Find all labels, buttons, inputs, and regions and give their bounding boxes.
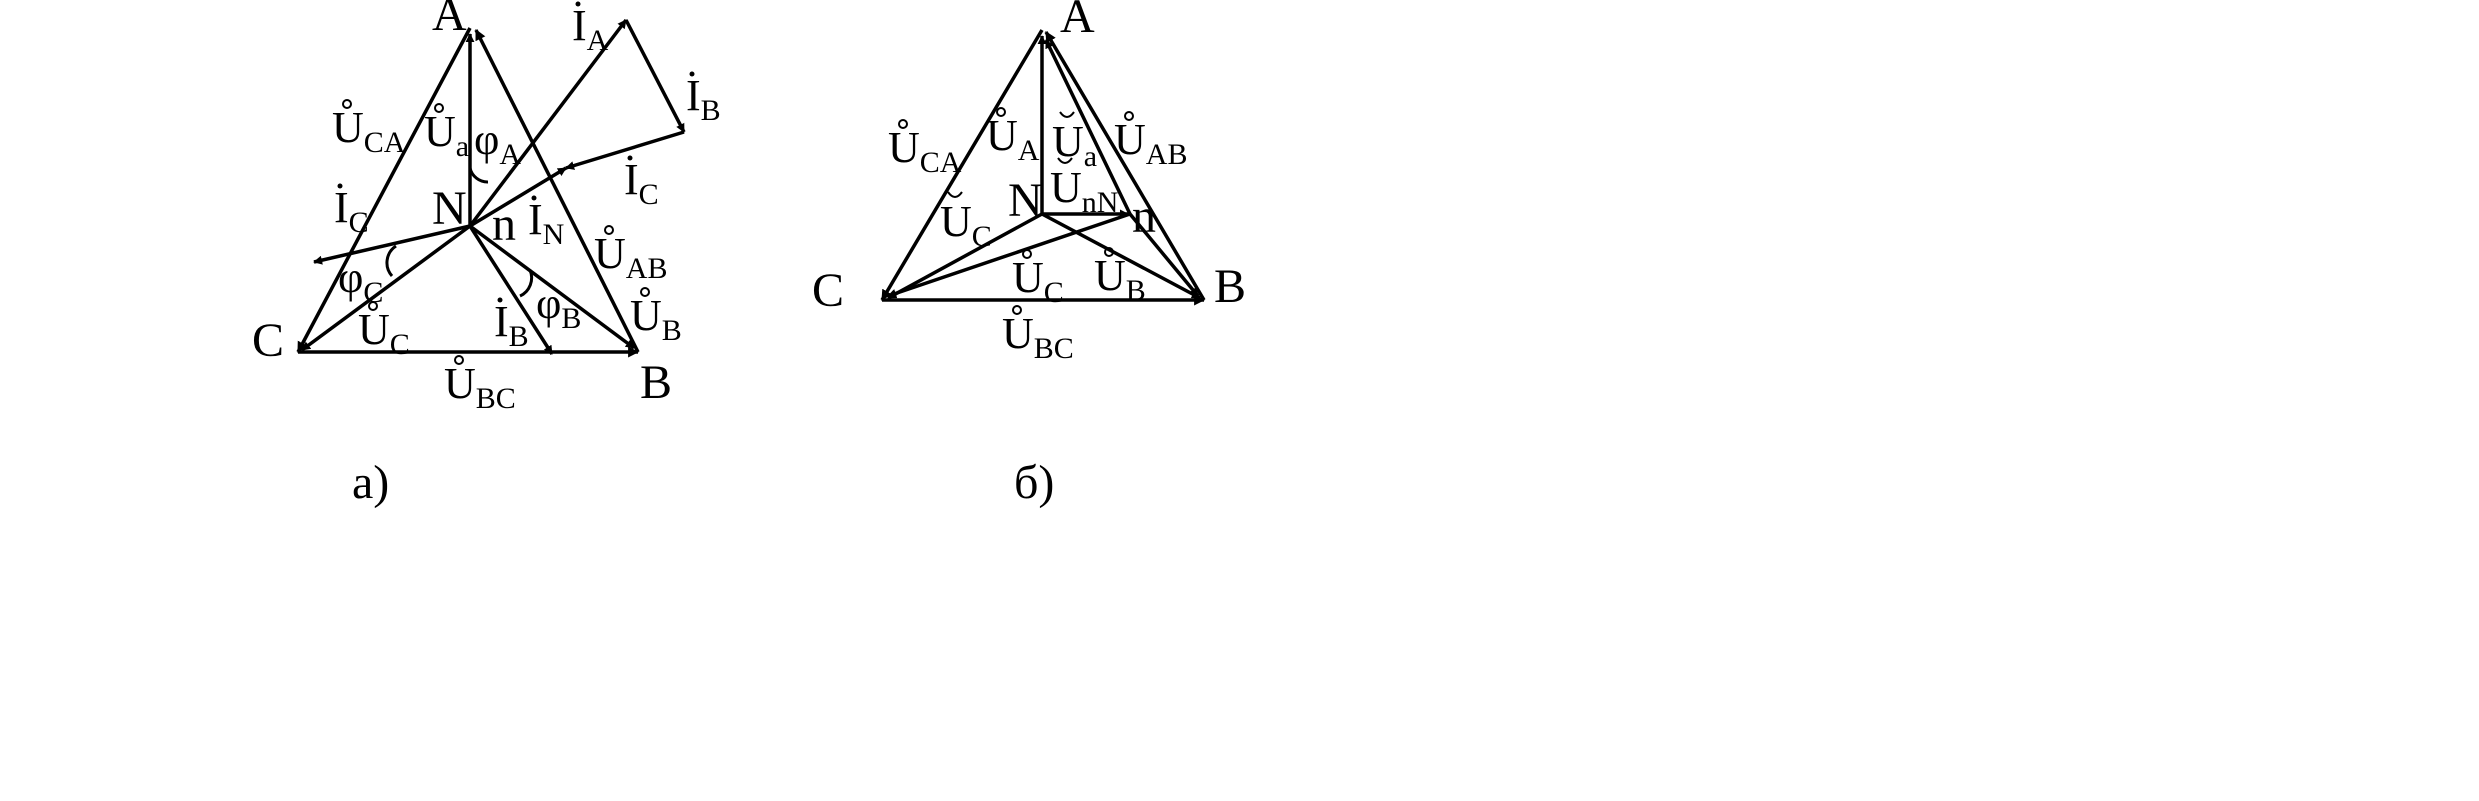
b-label-u-b-source: UB [1094, 247, 1146, 307]
point-n-upper-label: N [432, 182, 467, 235]
vector-i-c-right [565, 130, 685, 170]
b-point-n-upper-label: N [1008, 174, 1043, 227]
svg-text:UAB: UAB [594, 229, 667, 285]
label-i-b-top: IB [686, 71, 721, 127]
label-phi-c: φC [338, 253, 383, 309]
vector-b-u-c-source [887, 212, 1043, 300]
label-i-a: IA [572, 1, 609, 57]
diagram-a: A C B N n UCA Ua UAB UB UC UBC [252, 0, 721, 509]
label-u-ca: UCA [332, 99, 406, 159]
b-point-c-label: C [812, 264, 844, 317]
vector-b-u-b-source [1041, 212, 1201, 300]
label-u-a: Ua [424, 103, 469, 163]
svg-text:UC: UC [1012, 253, 1064, 309]
b-point-n-lower-label: n [1132, 190, 1156, 243]
svg-text:IB: IB [686, 71, 721, 127]
point-a-label: A [432, 0, 467, 41]
svg-text:IN: IN [528, 195, 564, 251]
svg-text:UCA: UCA [332, 103, 406, 159]
point-n-lower-label: n [492, 198, 516, 251]
svg-text:UBC: UBC [444, 359, 516, 415]
label-u-bc: UBC [444, 355, 516, 415]
angle-arc-c [385, 244, 397, 277]
b-label-u-c-load: UC [940, 191, 992, 253]
label-phi-b: φB [536, 279, 581, 335]
b-label-u-c-source: UC [1012, 249, 1064, 309]
svg-text:UB: UB [1094, 251, 1146, 307]
svg-text:UC: UC [940, 197, 992, 253]
vector-u-ca [296, 27, 472, 353]
b-label-u-ca: UCA [888, 119, 962, 179]
svg-text:IC: IC [624, 155, 659, 211]
point-b-label: B [640, 356, 672, 409]
svg-text:UAB: UAB [1114, 115, 1187, 171]
label-u-ab: UAB [594, 225, 667, 285]
svg-text:IA: IA [572, 1, 609, 57]
vector-u-c [300, 224, 472, 352]
svg-text:UnN: UnN [1050, 163, 1118, 219]
vector-b-u-c-load [887, 212, 1131, 298]
vector-i-n [469, 166, 567, 228]
caption-b: б) [1014, 456, 1054, 509]
diagram-b: A C B N n UCA UA Ua UAB UnN UC [812, 0, 1246, 509]
svg-text:UB: UB [630, 291, 682, 347]
vector-i-b-top [624, 19, 686, 133]
b-label-u-ab: UAB [1114, 111, 1187, 171]
svg-text:IC: IC [334, 183, 369, 239]
vector-b-u-ca [880, 29, 1044, 301]
label-u-b: UB [630, 287, 682, 347]
vector-u-ab [474, 29, 640, 353]
b-label-u-a-source: UA [986, 107, 1040, 167]
label-i-c-right: IC [624, 155, 659, 211]
label-i-b-bottom: IB [494, 297, 529, 353]
angle-arc-b [519, 269, 534, 298]
svg-text:UBC: UBC [1002, 309, 1074, 365]
label-i-c-left: IC [334, 183, 369, 239]
svg-text:Ua: Ua [1052, 117, 1097, 173]
svg-text:UCA: UCA [888, 123, 962, 179]
vector-i-a [468, 18, 628, 228]
b-label-u-nn: UnN [1050, 157, 1118, 219]
vector-b-u-ab [1044, 31, 1206, 301]
svg-text:UC: UC [358, 305, 410, 361]
b-label-u-bc: UBC [1002, 305, 1074, 365]
label-u-c: UC [358, 301, 410, 361]
vector-b-u-b-load [1128, 212, 1200, 298]
vector-i-b-bottom [468, 225, 554, 355]
b-label-u-a-load: Ua [1052, 111, 1097, 173]
b-point-a-label: A [1060, 0, 1095, 43]
svg-text:Ua: Ua [424, 107, 469, 163]
vector-u-b [468, 224, 636, 350]
svg-text:UA: UA [986, 111, 1040, 167]
svg-text:IB: IB [494, 297, 529, 353]
label-i-n: IN [528, 195, 564, 251]
caption-a: а) [352, 456, 389, 509]
vector-i-c-left [313, 224, 471, 265]
vector-b-u-a-load [1044, 39, 1132, 215]
angle-arc-a [468, 167, 489, 184]
label-phi-a: φA [474, 115, 521, 171]
b-point-b-label: B [1214, 260, 1246, 313]
point-c-label: C [252, 314, 284, 367]
